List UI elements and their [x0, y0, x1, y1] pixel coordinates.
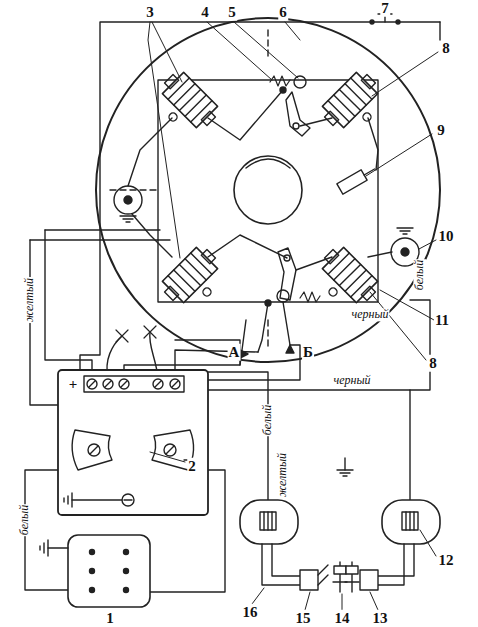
wire-color-label: желтый	[23, 277, 36, 323]
wire-color-label: белый	[18, 504, 31, 536]
callout-number: 10	[438, 228, 455, 245]
terminal-sign: +	[68, 376, 79, 393]
ignition-coil	[309, 243, 382, 316]
ignition-coil	[318, 68, 391, 141]
capacitor	[337, 164, 378, 194]
wire-color-label: желтый	[276, 452, 289, 498]
wire-color-label: черный	[350, 308, 389, 321]
callout-number: 11	[434, 312, 450, 329]
callout-number: 8	[428, 355, 438, 372]
callout-number: 6	[278, 4, 288, 21]
cam	[234, 156, 302, 224]
push-button	[370, 14, 440, 40]
hv-coil-16	[240, 500, 328, 590]
callout-number: 5	[227, 4, 237, 21]
breaker-upper	[270, 76, 310, 136]
callout-number: 9	[436, 122, 446, 139]
callout-number: 4	[200, 4, 210, 21]
spark-plug	[333, 562, 359, 592]
hv-coil-12	[360, 500, 440, 590]
wire-color-label: белый	[261, 404, 274, 436]
point-letter: Б	[302, 344, 314, 361]
plug-connector	[40, 535, 150, 607]
callout-number: 12	[438, 552, 455, 569]
breaker-lower	[265, 248, 320, 306]
callout-number: 3	[145, 4, 155, 21]
switch-block	[58, 370, 208, 515]
callout-number: 7	[380, 0, 390, 16]
callout-number: 15	[295, 610, 312, 627]
callout-number: 8	[441, 40, 451, 57]
wire-color-label: черный	[332, 374, 371, 387]
callout-number: 13	[372, 610, 389, 627]
wire-color-label: белый	[413, 259, 426, 291]
callout-number: 14	[334, 610, 351, 627]
point-letter: А	[228, 344, 241, 361]
callout-number: 1	[105, 610, 115, 627]
stator-disc	[96, 18, 440, 362]
callout-number: 2	[187, 458, 197, 475]
callout-number: 16	[242, 604, 259, 621]
terminal-post	[114, 186, 142, 214]
